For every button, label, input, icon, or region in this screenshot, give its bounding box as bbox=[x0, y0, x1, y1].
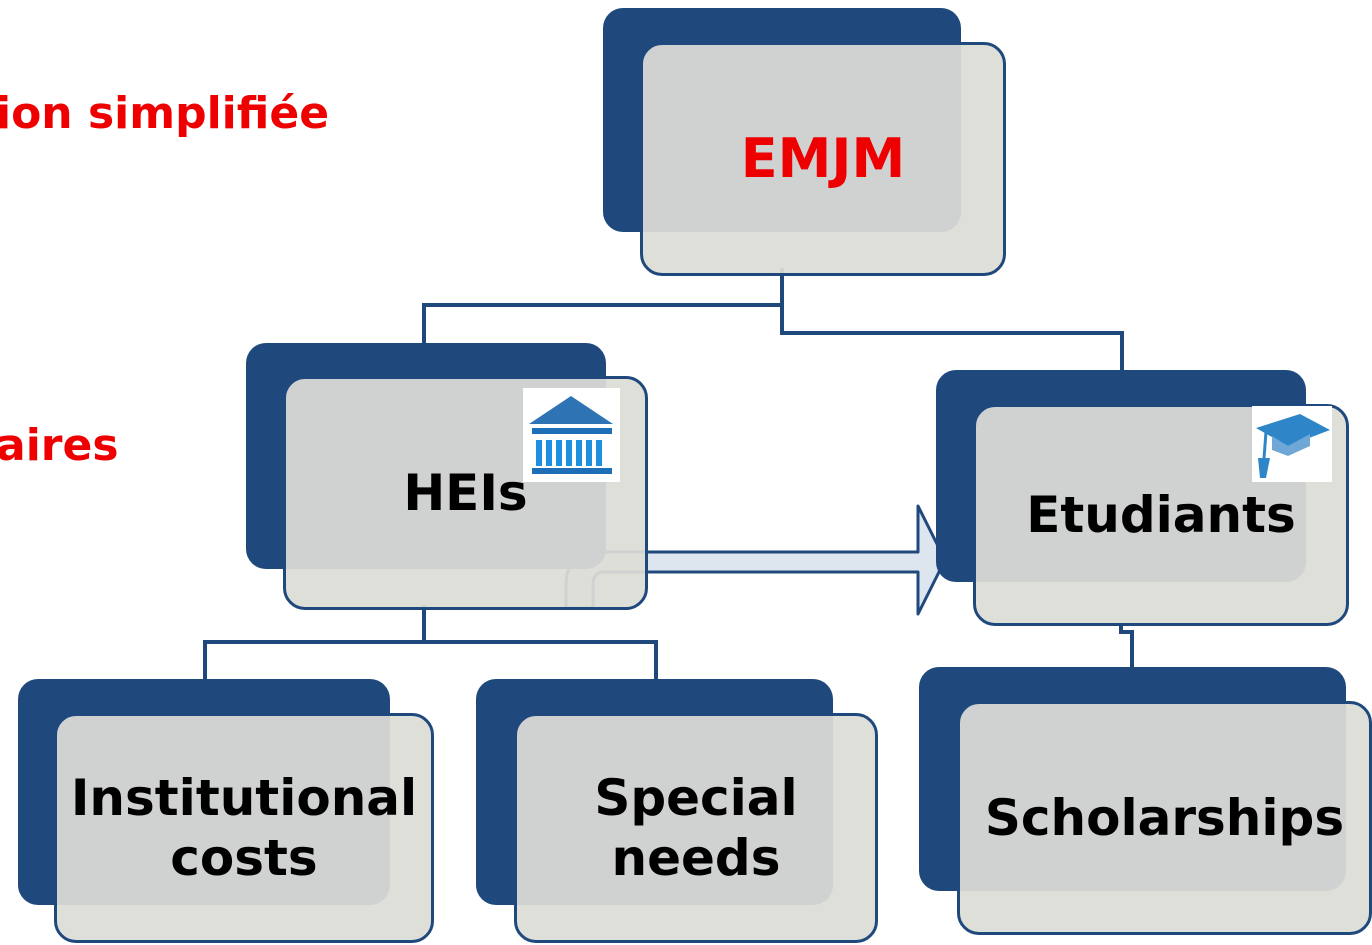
node-institutional-line1: Institutional bbox=[70, 769, 418, 827]
node-heis-label: HEIs bbox=[403, 464, 528, 522]
node-special-line1: Special bbox=[594, 769, 798, 827]
graduation-cap-icon bbox=[1252, 406, 1332, 482]
connector-root-students bbox=[780, 305, 1124, 370]
connector-heis-children bbox=[203, 605, 658, 680]
connector-root-heis bbox=[422, 268, 784, 345]
node-etudiants-label: Etudiants bbox=[1026, 486, 1296, 544]
node-scholarships-label: Scholarships bbox=[984, 789, 1345, 847]
side-text-top: ion simplifiée bbox=[0, 88, 330, 139]
institution-icon bbox=[523, 388, 620, 482]
node-institutional-line2: costs bbox=[170, 829, 318, 887]
connector-students-scholarships bbox=[1119, 625, 1134, 668]
node-emjm-label: EMJM bbox=[740, 126, 906, 190]
node-special-line2: needs bbox=[611, 829, 781, 887]
side-text-middle: aires bbox=[0, 420, 119, 471]
